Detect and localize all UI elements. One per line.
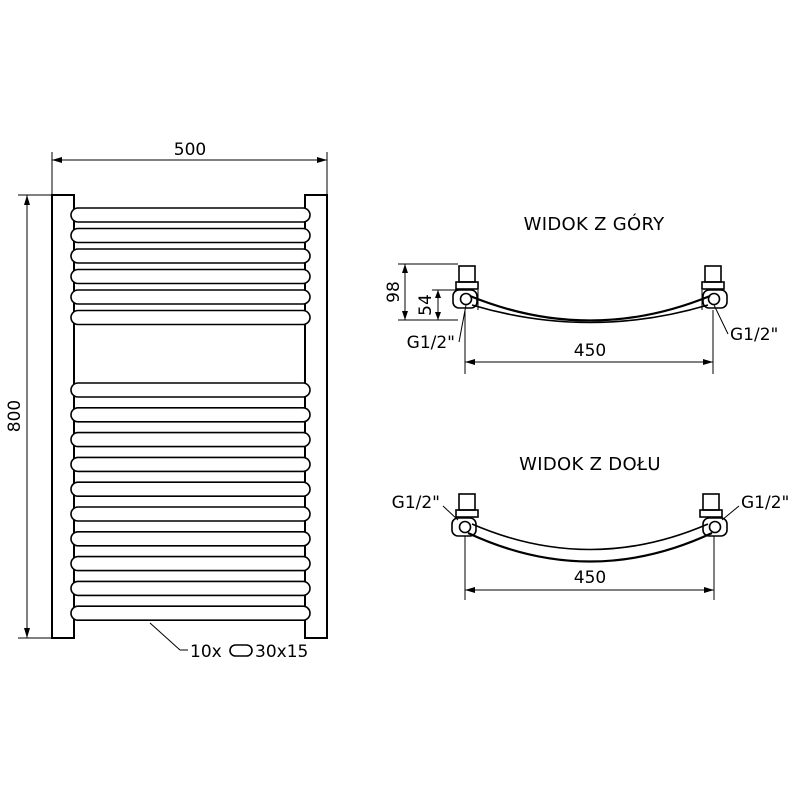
top-right-connection-label: G1/2" [730,325,778,345]
bar-callout: 10x 30x15 [149,622,308,662]
towel-bar-14 [70,555,311,572]
towel-bar-12 [70,506,311,522]
towel-bar-13 [70,530,311,547]
width-dimension: 500 [51,140,328,195]
height-dim-label: 800 [5,400,25,432]
top-spacing-dimension: 450 [464,310,714,374]
top-view: WIDOK Z GÓRY 98 [384,213,778,374]
towel-bar-1 [70,207,311,223]
bottom-view-left-valve [451,493,479,537]
towel-bar-2 [70,227,311,244]
towel-bar-7 [70,382,311,398]
bottom-view-right-valve [699,493,728,537]
depth-inner-label: 54 [416,294,436,316]
front-view: 500 800 10x 30x15 [5,140,328,662]
top-view-left-valve [452,265,479,310]
bottom-spacing-label: 450 [574,568,606,588]
towel-bars [70,207,311,622]
bar-count-label: 10x [190,642,222,662]
depth-outer-label: 98 [384,281,404,303]
top-view-curve-inner [471,304,709,324]
towel-bar-3 [70,248,311,264]
towel-bar-9 [70,431,311,448]
towel-bar-10 [70,456,311,473]
bottom-spacing-dimension: 450 [464,536,715,600]
towel-bar-4 [70,268,311,285]
top-left-connection-label: G1/2" [407,333,455,353]
bottom-left-connection-label: G1/2" [392,493,440,513]
top-view-title: WIDOK Z GÓRY [524,213,665,235]
bottom-right-connection-label: G1/2" [741,493,789,513]
bottom-view-curve-inner [471,523,709,551]
towel-bar-5 [70,289,311,305]
oval-profile-icon [229,644,253,657]
towel-bar-16 [70,605,311,622]
height-dimension: 800 [5,194,52,639]
towel-bar-15 [70,580,311,597]
depth-98-dimension: 98 [384,263,458,321]
bottom-view: WIDOK Z DOŁU G1/2" G1/2" [392,454,789,600]
bottom-view-curve-outer [467,532,713,563]
towel-bar-6 [70,309,311,326]
top-spacing-label: 450 [574,341,606,361]
top-view-right-valve [701,265,728,310]
towel-bar-8 [70,406,311,423]
top-view-curve-outer [469,294,711,322]
bar-profile-label: 30x15 [255,642,308,662]
bottom-view-title: WIDOK Z DOŁU [519,454,661,475]
width-dim-label: 500 [174,140,206,160]
depth-54-dimension: 54 [416,289,458,320]
towel-bar-11 [70,481,311,498]
